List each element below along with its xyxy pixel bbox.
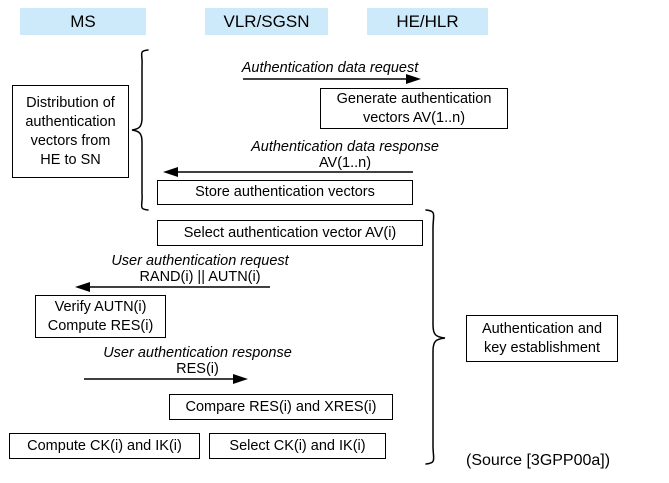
box-select-av-line-1: Select authentication vector AV(i) xyxy=(183,224,397,241)
box-select-ck-ik-line-1: Select CK(i) and IK(i) xyxy=(229,437,366,454)
phase-box-distribution-line-3: vectors from xyxy=(30,132,111,149)
source-note: (Source [3GPP00a]) xyxy=(466,452,611,469)
message-label-auth-data-request: Authentication data request xyxy=(241,60,419,76)
message-sublabel-user-auth-request: RAND(i) || AUTN(i) xyxy=(139,269,261,285)
phase-box-distribution-line-1: Distribution of xyxy=(26,94,115,111)
box-select-authentication-vector: Select authentication vector AV(i) xyxy=(157,220,423,246)
message-arrow-auth-data-request xyxy=(243,74,421,84)
message-arrow-auth-data-response xyxy=(163,167,413,177)
box-select-ck-ik: Select CK(i) and IK(i) xyxy=(209,433,386,459)
phase-box-distribution-line-2: authentication xyxy=(25,113,116,130)
column-header-ms: MS xyxy=(20,8,146,35)
phase-box-auth-key-line-1: Authentication and xyxy=(481,320,603,337)
phase-box-distribution-line-4: HE to SN xyxy=(40,151,101,168)
box-store-av-line-1: Store authentication vectors xyxy=(195,184,375,200)
box-verify-autn-line-1: Verify AUTN(i) xyxy=(54,298,147,315)
message-label-user-auth-request: User authentication request xyxy=(111,253,289,269)
box-compute-ck-ik: Compute CK(i) and IK(i) xyxy=(9,433,200,459)
phase-box-distribution: Distribution of authentication vectors f… xyxy=(12,85,129,178)
box-compute-ck-ik-line-1: Compute CK(i) and IK(i) xyxy=(27,437,182,454)
message-label-user-auth-response: User authentication response xyxy=(103,345,292,361)
phase-box-auth-key-line-2: key establishment xyxy=(483,339,601,356)
message-arrow-user-auth-request xyxy=(75,282,270,292)
message-label-auth-data-response: Authentication data response xyxy=(251,139,439,155)
box-store-authentication-vectors: Store authentication vectors xyxy=(157,180,413,205)
box-verify-autn-line-2: Compute RES(i) xyxy=(47,317,154,334)
box-generate-av-line-2: vectors AV(1..n) xyxy=(362,109,466,126)
box-generate-authentication-vectors: Generate authentication vectors AV(1..n) xyxy=(320,88,508,129)
phase-brace-auth-key-establishment xyxy=(425,209,446,465)
message-sublabel-auth-data-response: AV(1..n) xyxy=(318,155,372,171)
message-arrow-user-auth-response xyxy=(84,374,248,384)
phase-brace-distribution xyxy=(131,49,149,211)
phase-box-auth-key-establishment: Authentication and key establishment xyxy=(466,315,618,362)
box-compare-res-xres: Compare RES(i) and XRES(i) xyxy=(169,394,393,420)
message-sublabel-user-auth-response: RES(i) xyxy=(176,361,219,377)
column-header-vlr-sgsn: VLR/SGSN xyxy=(205,8,328,35)
box-compare-res-line-1: Compare RES(i) and XRES(i) xyxy=(185,398,377,415)
box-verify-autn-compute-res: Verify AUTN(i) Compute RES(i) xyxy=(35,295,166,338)
column-header-he-hlr: HE/HLR xyxy=(367,8,488,35)
box-generate-av-line-1: Generate authentication xyxy=(336,90,492,107)
